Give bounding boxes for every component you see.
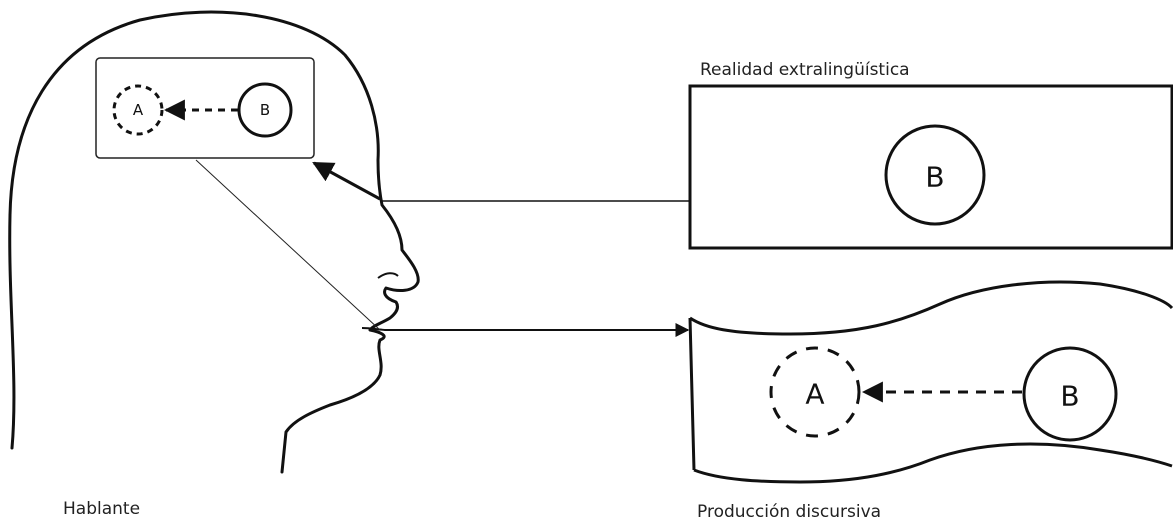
production-a-circle (769, 346, 861, 438)
mind-a-label: A (133, 101, 144, 119)
production-b-circle (1022, 346, 1118, 442)
mind-b-circle (237, 82, 293, 138)
reality-box (688, 84, 1173, 250)
mind-box (95, 57, 315, 159)
reality-b-label: B (925, 161, 944, 194)
mind-to-mouth-line (195, 159, 381, 331)
reality-label: Realidad extralingüística (700, 60, 910, 80)
production-a-label: A (805, 378, 824, 411)
mind-a-circle (112, 84, 164, 136)
mind-b-label: B (260, 101, 270, 119)
speaker-label: Hablante (63, 499, 140, 519)
production-label: Producción discursiva (697, 502, 881, 522)
head-outline (8, 10, 420, 474)
nostril-mark (377, 272, 399, 279)
reality-b-circle (884, 124, 986, 226)
production-sheet (688, 280, 1173, 484)
mouth-line (361, 327, 389, 331)
production-b-label: B (1060, 380, 1079, 413)
perception-arrow (312, 161, 381, 201)
